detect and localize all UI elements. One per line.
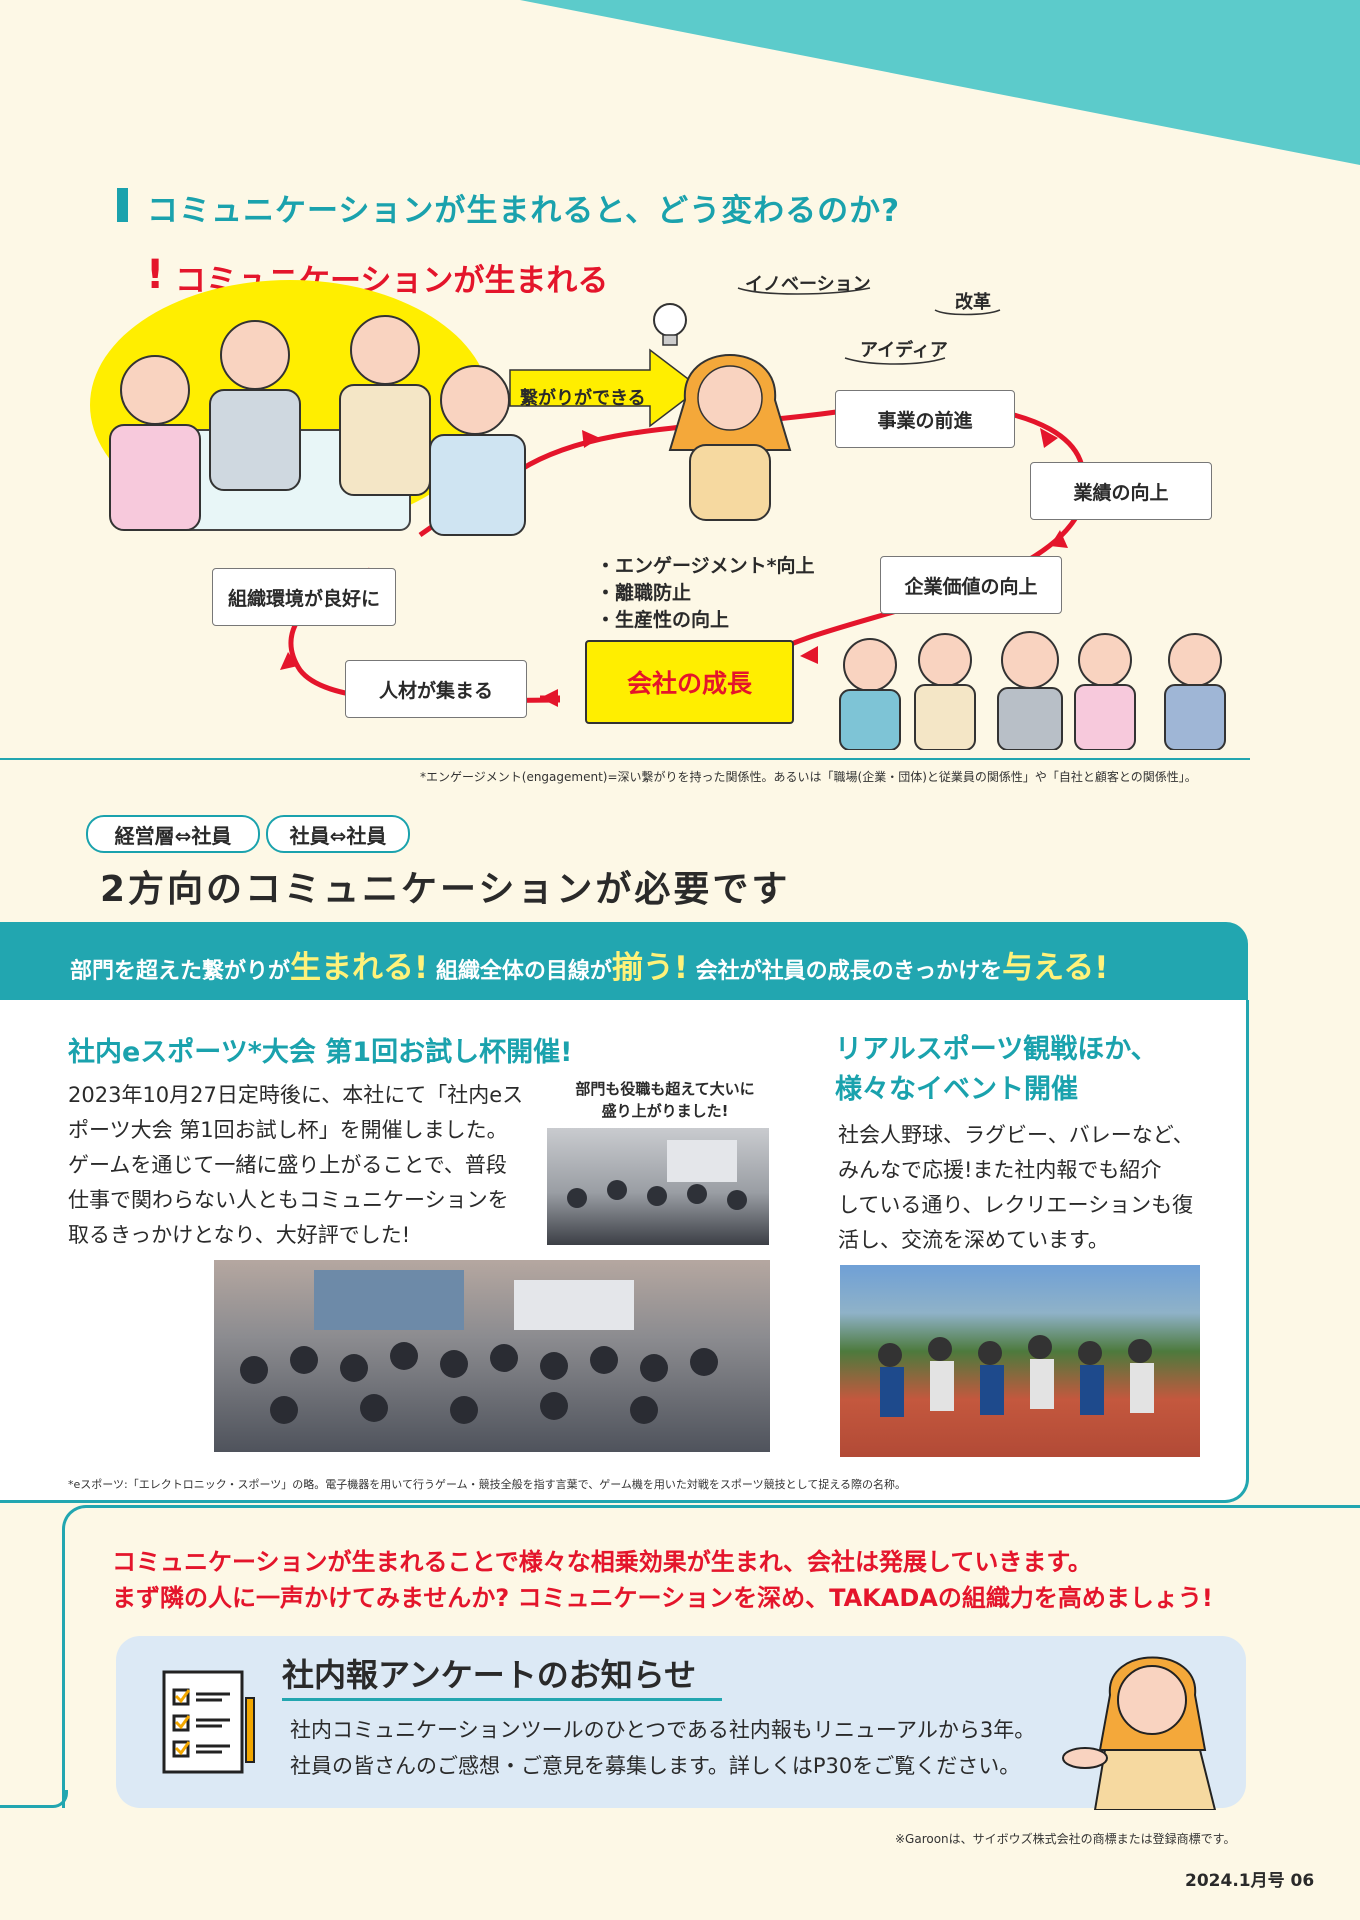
engagement-footnote: *エンゲージメント(engagement)=深い繋がりを持った関係性。あるいは「… [420, 770, 1197, 784]
closing-line-2: まず隣の人に一声かけてみませんか? コミュニケーションを深め、TAKADAの組織… [112, 1584, 1213, 1612]
esports-title: 社内eスポーツ*大会 第1回お試し杯開催! [68, 1037, 573, 1068]
box-talent: 人材が集まる [345, 660, 527, 718]
events-title: リアルスポーツ観戦ほか、 様々なイベント開催 [835, 1034, 1158, 1105]
esports-body: 2023年10月27日定時後に、本社にて「社内eス ポーツ大会 第1回お試し杯」… [68, 1083, 524, 1247]
survey-title: 社内報アンケートのお知らせ [282, 1656, 697, 1694]
box-business-progress: 事業の前進 [835, 390, 1015, 448]
esports-footnote: *eスポーツ:「エレクトロニック・スポーツ」の略。電子機器を用いて行うゲーム・競… [68, 1478, 906, 1491]
arrow-label: 繋がりができる [520, 388, 646, 409]
pill-employee-employee: 社員⇔社員 [266, 815, 410, 853]
banner-text: 部門を超えた繋がりが生まれる! 組織全体の目線が揃う! 会社が社員の成長のきっか… [70, 950, 1109, 986]
survey-body: 社内コミュニケーションツールのひとつである社内報もリニューアルから3年。 社員の… [290, 1718, 1036, 1778]
benefit-item: ・離職防止 [596, 582, 692, 604]
closing-line-1: コミュニケーションが生まれることで様々な相乗効果が生まれ、会社は発展していきます… [112, 1548, 1092, 1576]
exclamation-icon: ! [146, 252, 165, 298]
frame-corner [0, 1790, 68, 1808]
esports-photo-caption: 部門も役職も超えて大いに 盛り上がりました! [575, 1080, 755, 1120]
pill-management-employee: 経営層⇔社員 [86, 815, 260, 853]
heading-accent-bar [117, 188, 128, 222]
box-corporate-value: 企業価値の向上 [880, 556, 1062, 614]
closing-frame [62, 1505, 1360, 1808]
presenter-woman-illustration [1062, 1656, 1217, 1810]
idea-reform: 改革 [955, 292, 991, 313]
header-decoration [520, 0, 1360, 165]
survey-document-icon [162, 1670, 255, 1774]
banner [0, 922, 1248, 1000]
survey-notice [116, 1636, 1246, 1808]
benefit-list: ・エンゲージメント*向上 ・離職防止 ・生産性の向上 [596, 553, 815, 634]
box-company-growth: 会社の成長 [585, 640, 794, 724]
benefit-item: ・生産性の向上 [596, 609, 730, 631]
section2-title: 2方向のコミュニケーションが必要です [100, 869, 791, 910]
section1-heading: コミュニケーションが生まれると、どう変わるのか? [147, 193, 901, 229]
page-footer: 2024.1月号 06 [1185, 1871, 1315, 1891]
esports-small-photo [547, 1128, 769, 1245]
idea-idea: アイディア [860, 340, 948, 361]
divider [0, 758, 1250, 760]
esports-group-photo [214, 1260, 770, 1452]
idea-innovation: イノベーション [745, 274, 871, 295]
communication-cycle-diagram [90, 280, 1226, 750]
benefit-item: ・エンゲージメント*向上 [596, 555, 815, 577]
events-body: 社会人野球、ラグビー、バレーなど、 みんなで応援!また社内報でも紹介 している通… [838, 1123, 1194, 1252]
trademark-note: ※Garoonは、サイボウズ株式会社の商標または登録商標です。 [895, 1832, 1236, 1846]
survey-title-underline [282, 1698, 722, 1701]
box-performance: 業績の向上 [1030, 462, 1212, 520]
sports-group-photo [840, 1265, 1200, 1457]
box-organization: 組織環境が良好に [212, 568, 396, 626]
